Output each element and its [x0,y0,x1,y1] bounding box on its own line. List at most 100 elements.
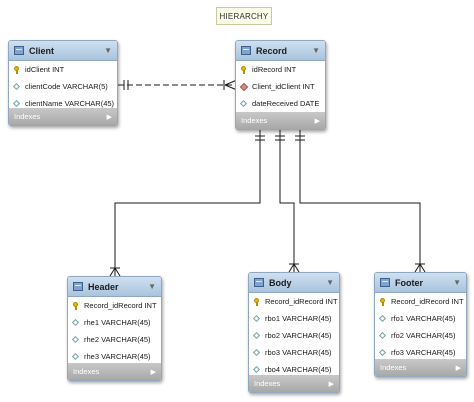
column-label: rhe2 VARCHAR(45) [84,335,151,344]
expand-arrow-icon[interactable]: ▶ [455,364,461,372]
column-row[interactable]: rbo1 VARCHAR(45) [249,310,339,327]
table-record[interactable]: Record ▼ idRecord INT Client_idClient IN… [235,40,326,130]
column-row[interactable]: idClient INT [9,61,117,78]
client-record-relationship[interactable] [118,79,238,91]
indexes-section[interactable]: Indexes ▶ [249,375,339,392]
column-label: rbo4 VARCHAR(45) [265,365,332,374]
indexes-label: Indexes [241,116,268,125]
record-footer-relationship[interactable] [295,130,426,273]
column-icon [253,315,261,323]
indexes-label: Indexes [254,379,281,388]
column-row[interactable]: Record_idRecord INT [375,293,466,310]
table-footer-name: Footer [395,277,423,288]
column-label: Record_idRecord INT [391,297,464,306]
column-row[interactable]: clientCode VARCHAR(5) [9,78,117,95]
collapse-chevron-icon[interactable]: ▼ [453,278,461,287]
column-label: rhe1 VARCHAR(45) [84,318,151,327]
column-icon [72,336,80,344]
column-label: Client_idClient INT [252,82,315,91]
column-label: Record_idRecord INT [265,297,338,306]
column-label: clientName VARCHAR(45) [25,99,115,108]
column-row[interactable]: dateReceived DATE [236,95,325,112]
table-client-name: Client [29,45,55,56]
table-body-name: Body [269,277,292,288]
column-row[interactable]: idRecord INT [236,61,325,78]
column-label: dateReceived DATE [252,99,320,108]
table-icon [241,46,251,55]
table-header-name: Header [88,281,119,292]
indexes-label: Indexes [380,363,407,372]
column-row[interactable]: rhe3 VARCHAR(45) [68,348,161,365]
column-row[interactable]: clientName VARCHAR(45) [9,95,117,112]
column-icon [72,353,80,361]
collapse-chevron-icon[interactable]: ▼ [104,46,112,55]
column-label: rfo2 VARCHAR(45) [391,331,456,340]
table-body-header[interactable]: Body ▼ [249,273,339,293]
column-label: rbo2 VARCHAR(45) [265,331,332,340]
column-row[interactable]: rhe1 VARCHAR(45) [68,314,161,331]
table-footer-header[interactable]: Footer ▼ [375,273,466,293]
table-icon [254,278,264,287]
indexes-label: Indexes [73,367,100,376]
column-label: idClient INT [25,65,65,74]
table-client-header[interactable]: Client ▼ [9,41,117,61]
primary-key-icon [72,301,80,310]
column-row[interactable]: rbo2 VARCHAR(45) [249,327,339,344]
column-icon [13,83,21,91]
primary-key-icon [253,297,261,306]
table-footer[interactable]: Footer ▼ Record_idRecord INT rfo1 VARCHA… [374,272,467,377]
table-icon [14,46,24,55]
column-icon [379,315,387,323]
collapse-chevron-icon[interactable]: ▼ [326,278,334,287]
table-record-header[interactable]: Record ▼ [236,41,325,61]
column-icon [240,100,248,108]
column-row[interactable]: rbo4 VARCHAR(45) [249,361,339,378]
column-row[interactable]: Client_idClient INT [236,78,325,95]
column-label: Record_idRecord INT [84,301,157,310]
table-header-header[interactable]: Header ▼ [68,277,161,297]
column-label: clientCode VARCHAR(5) [25,82,108,91]
table-icon [73,282,83,291]
indexes-label: Indexes [14,112,41,121]
column-row[interactable]: rhe2 VARCHAR(45) [68,331,161,348]
collapse-chevron-icon[interactable]: ▼ [148,282,156,291]
diagram-title: HIERARCHY [216,7,272,25]
indexes-section[interactable]: Indexes ▶ [68,363,161,380]
column-row[interactable]: rfo2 VARCHAR(45) [375,327,466,344]
column-row[interactable]: rfo1 VARCHAR(45) [375,310,466,327]
primary-key-icon [379,297,387,306]
record-header-relationship[interactable] [109,130,265,277]
column-icon [379,332,387,340]
indexes-section[interactable]: Indexes ▶ [375,359,466,376]
foreign-key-icon [240,83,248,91]
table-body[interactable]: Body ▼ Record_idRecord INT rbo1 VARCHAR(… [248,272,340,393]
column-icon [72,319,80,327]
column-icon [253,349,261,357]
column-label: rhe3 VARCHAR(45) [84,352,151,361]
indexes-section[interactable]: Indexes ▶ [236,112,325,129]
column-label: rbo1 VARCHAR(45) [265,314,332,323]
expand-arrow-icon[interactable]: ▶ [328,380,334,388]
primary-key-icon [240,65,248,74]
table-record-name: Record [256,45,288,56]
indexes-section[interactable]: Indexes ▶ [9,108,117,125]
expand-arrow-icon[interactable]: ▶ [150,368,156,376]
column-row[interactable]: rbo3 VARCHAR(45) [249,344,339,361]
column-icon [13,100,21,108]
collapse-chevron-icon[interactable]: ▼ [312,46,320,55]
column-label: rbo3 VARCHAR(45) [265,348,332,357]
column-icon [253,332,261,340]
column-label: idRecord INT [252,65,297,74]
column-row[interactable]: rfo3 VARCHAR(45) [375,344,466,361]
column-label: rfo3 VARCHAR(45) [391,348,456,357]
column-icon [253,366,261,374]
record-body-relationship[interactable] [275,130,300,273]
table-client[interactable]: Client ▼ idClient INT clientCode VARCHAR… [8,40,118,126]
expand-arrow-icon[interactable]: ▶ [106,113,112,121]
primary-key-icon [13,65,21,74]
column-row[interactable]: Record_idRecord INT [68,297,161,314]
table-header[interactable]: Header ▼ Record_idRecord INT rhe1 VARCHA… [67,276,162,381]
table-icon [380,278,390,287]
column-row[interactable]: Record_idRecord INT [249,293,339,310]
expand-arrow-icon[interactable]: ▶ [314,117,320,125]
